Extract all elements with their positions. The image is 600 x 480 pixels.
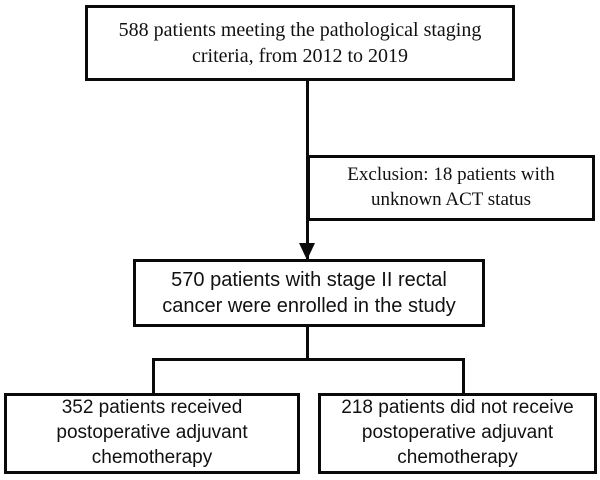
act-not-received-box: 218 patients did not receive postoperati… (318, 393, 597, 474)
arrowhead-down-icon (299, 243, 315, 260)
enrolled-cohort-label: 570 patients with stage II rectal cancer… (162, 269, 456, 317)
screened-cohort-label: 588 patients meeting the pathological st… (118, 19, 482, 67)
act-received-label: 352 patients received postoperative adju… (56, 397, 248, 468)
connector-to-act-received (152, 358, 155, 395)
connector-enrolled-split-bar (153, 358, 465, 361)
exclusion-label: Exclusion: 18 patients with unknown ACT … (347, 164, 555, 210)
act-not-received-label: 218 patients did not receive postoperati… (341, 397, 574, 468)
screened-cohort-box: 588 patients meeting the pathological st… (85, 5, 515, 81)
connector-to-act-not-received (462, 358, 465, 395)
enrolled-cohort-box: 570 patients with stage II rectal cancer… (133, 259, 485, 327)
exclusion-box: Exclusion: 18 patients with unknown ACT … (307, 155, 595, 221)
connector-enrolled-split-stem (306, 326, 309, 361)
act-received-box: 352 patients received postoperative adju… (4, 393, 300, 474)
